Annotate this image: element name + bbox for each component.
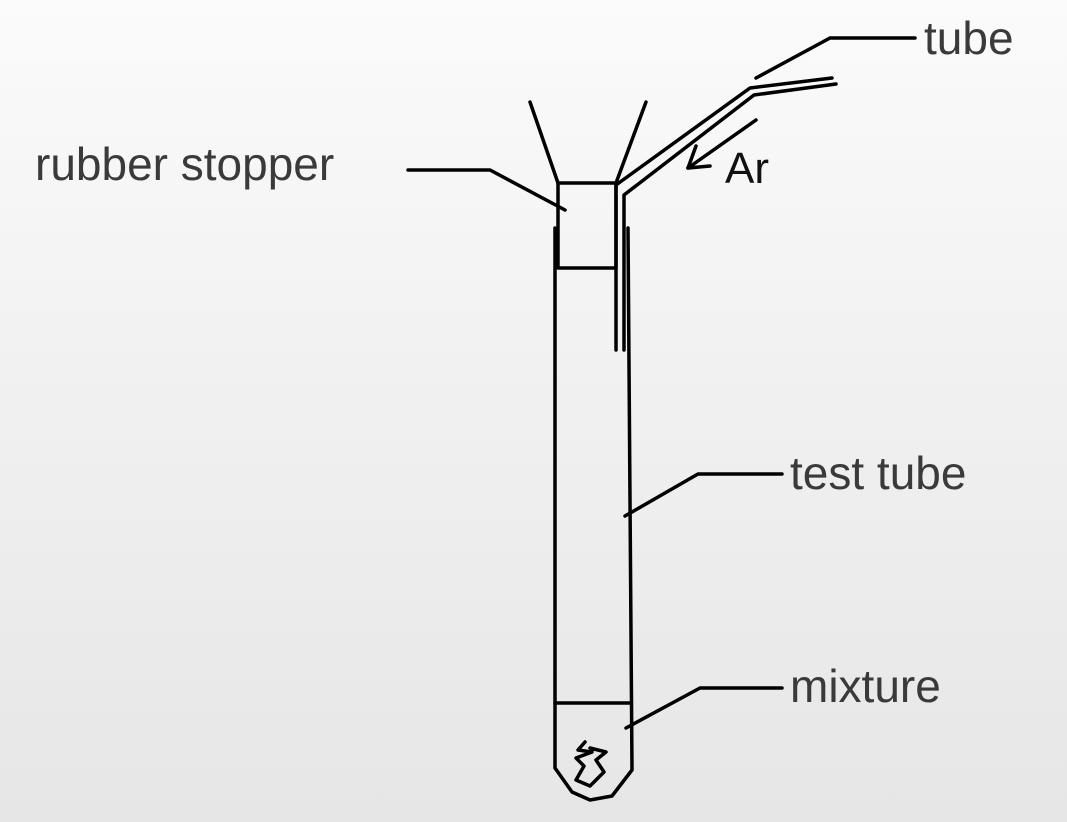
label-tube: tube (924, 12, 1014, 64)
stopper-body (556, 181, 618, 270)
arrow-head-upper (686, 144, 698, 170)
stopper-flare-right (614, 100, 648, 185)
label-test-tube: test tube (790, 447, 966, 499)
argon-flow-arrow (686, 118, 758, 170)
label-argon: Ar (725, 144, 769, 193)
gas-delivery-tube (614, 76, 838, 352)
delivery-tube-outer-wall (622, 82, 838, 352)
leader-line-rubber-stopper (406, 168, 567, 212)
stopper-flare-left (528, 100, 560, 185)
leader-line-mixture (624, 686, 784, 730)
label-rubber-stopper: rubber stopper (35, 138, 334, 190)
leader-line-test-tube (623, 472, 784, 518)
test-tube (553, 226, 634, 802)
arrow-shaft (686, 118, 758, 170)
label-mixture: mixture (790, 660, 941, 712)
test-tube-outline (553, 226, 634, 802)
mixture-solid-mark (574, 740, 608, 788)
arrow-head-lower (686, 164, 712, 170)
leader-line-tube (754, 36, 917, 80)
delivery-tube-inner-wall (614, 76, 834, 352)
